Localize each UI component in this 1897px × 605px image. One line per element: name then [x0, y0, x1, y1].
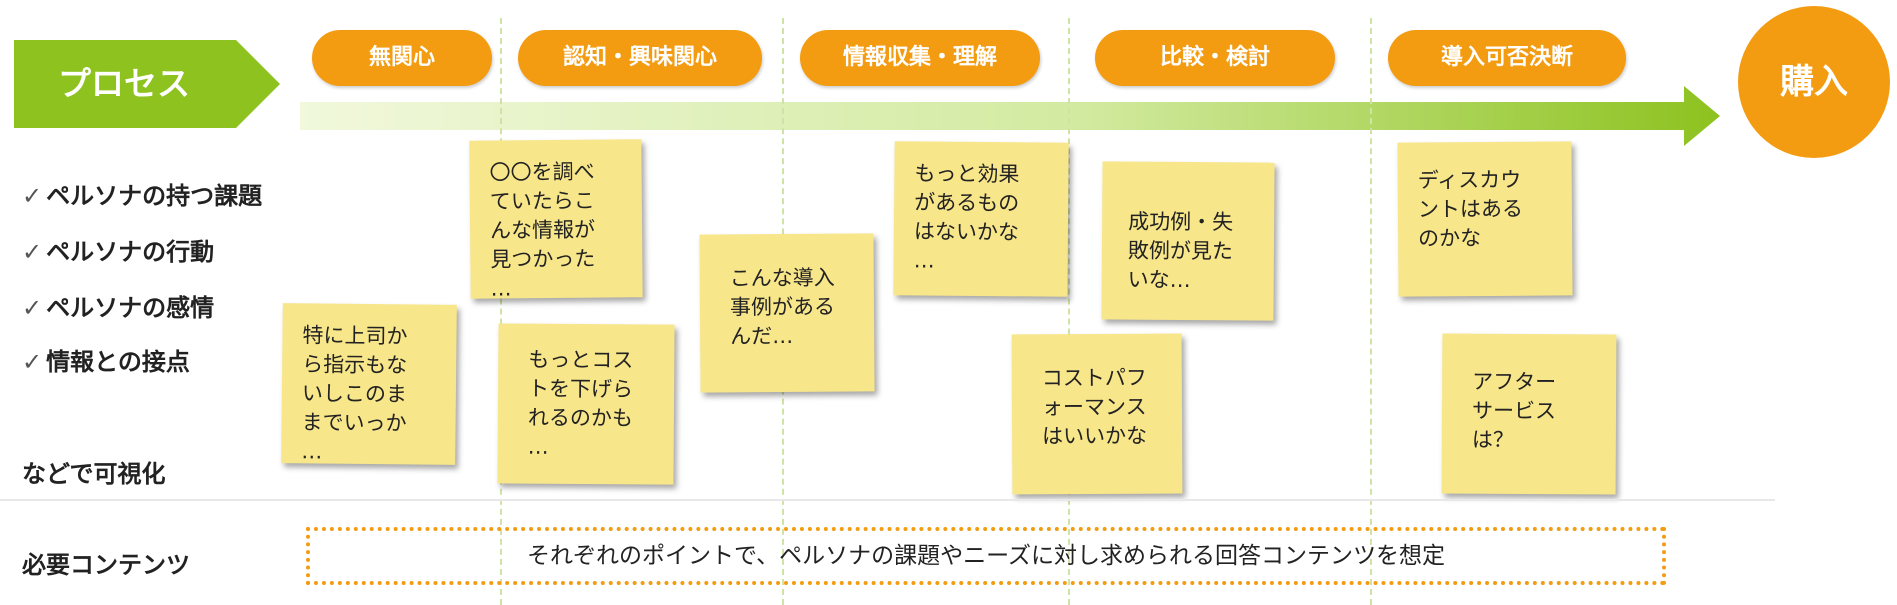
required-contents-label: 必要コンテンツ [22, 551, 190, 579]
checklist-item-touchpoint: ✓情報との接点 [22, 342, 190, 377]
note-line: 特に上司か [302, 323, 408, 349]
sticky-note: 〇〇を調べ ていたらこ んな情報が 見つかった … [469, 139, 643, 301]
note-line: … [301, 439, 323, 464]
note-line: アフター [1472, 369, 1557, 395]
note-line: 〇〇を調べ [489, 159, 595, 185]
note-line: があるもの [914, 190, 1020, 216]
note-line: ていたらこ [489, 188, 595, 214]
timeline-arrow [300, 86, 1720, 146]
required-contents-text: それぞれのポイントで、ペルソナの課題やニーズに対し求められる回答コンテンツを想定 [527, 543, 1445, 569]
purchase-circle: 購入 [1738, 6, 1890, 158]
check-icon: ✓ [22, 348, 43, 376]
checklist-item-behavior: ✓ペルソナの行動 [22, 232, 214, 267]
note-line: れるのかも [527, 405, 633, 431]
stage-awareness-interest: 認知・興味関心 [518, 30, 762, 86]
note-line: んな情報が [489, 217, 596, 243]
note-line: トを下げら [528, 376, 634, 402]
sticky-note: コストパフ ォーマンス はいいかな [1011, 333, 1183, 495]
note-line: はいいかな [1042, 423, 1148, 449]
stage-separator [500, 18, 502, 605]
sticky-note: 成功例・失 敗例が見た いな… [1101, 161, 1275, 321]
row-separator [0, 499, 1775, 501]
note-line: もっとコス [528, 347, 634, 373]
sticky-note: 特に上司か ら指示もな いしこのま までいっか … [281, 303, 457, 465]
note-line: までいっか [301, 410, 407, 436]
note-line: ントはある [1417, 196, 1524, 222]
checklist-item-emotion: ✓ペルソナの感情 [22, 288, 214, 323]
checklist-item-issues: ✓ペルソナの持つ課題 [22, 176, 262, 211]
note-line: … [490, 276, 512, 301]
note-line: いな… [1127, 267, 1191, 293]
note-line: は？ [1471, 427, 1514, 452]
stage-decision: 導入可否決断 [1388, 30, 1626, 86]
sticky-note: もっとコス トを下げら れるのかも … [497, 323, 675, 485]
note-line: いしこのま [301, 381, 408, 407]
sticky-note: こんな導入 事例がある んだ… [699, 233, 875, 393]
sticky-note: ディスカウ ントはある のかな [1397, 141, 1573, 297]
stage-indifferent: 無関心 [312, 30, 492, 86]
stage-comparison: 比較・検討 [1095, 30, 1335, 86]
process-label: プロセス [58, 64, 190, 103]
process-arrow-shape [14, 40, 280, 128]
check-icon: ✓ [22, 238, 43, 266]
note-line: サービス [1471, 398, 1557, 424]
required-contents-box [306, 527, 1666, 585]
note-line: 見つかった [490, 246, 596, 272]
note-line: … [913, 248, 935, 273]
sticky-note: アフター サービス は？ [1441, 333, 1617, 495]
note-line: 成功例・失 [1128, 209, 1234, 235]
note-line: … [527, 434, 549, 459]
note-line: 事例がある [729, 294, 836, 320]
check-icon: ✓ [22, 294, 43, 322]
note-line: ディスカウ [1417, 167, 1522, 193]
note-line: のかな [1418, 226, 1482, 251]
checklist-item-label: 情報との接点 [46, 348, 190, 376]
visualize-caption: などで可視化 [22, 460, 166, 488]
note-line: もっと効果 [914, 161, 1020, 187]
check-icon: ✓ [22, 182, 43, 210]
sticky-note: もっと効果 があるもの はないかな … [893, 141, 1069, 297]
note-line: はないかな [913, 219, 1019, 245]
note-line: 敗例が見た [1127, 238, 1234, 264]
note-line: ら指示もな [302, 352, 408, 378]
checklist-item-label: ペルソナの行動 [46, 238, 215, 266]
stage-separator [1370, 18, 1372, 605]
stage-separator [1068, 18, 1070, 605]
note-line: コストパフ [1041, 365, 1147, 391]
stage-info-gathering: 情報収集・理解 [800, 30, 1040, 86]
note-line: ォーマンス [1041, 394, 1147, 420]
checklist-item-label: ペルソナの感情 [46, 294, 215, 322]
note-line: んだ… [730, 323, 794, 349]
checklist-item-label: ペルソナの持つ課題 [46, 182, 263, 210]
note-line: こんな導入 [729, 265, 835, 291]
